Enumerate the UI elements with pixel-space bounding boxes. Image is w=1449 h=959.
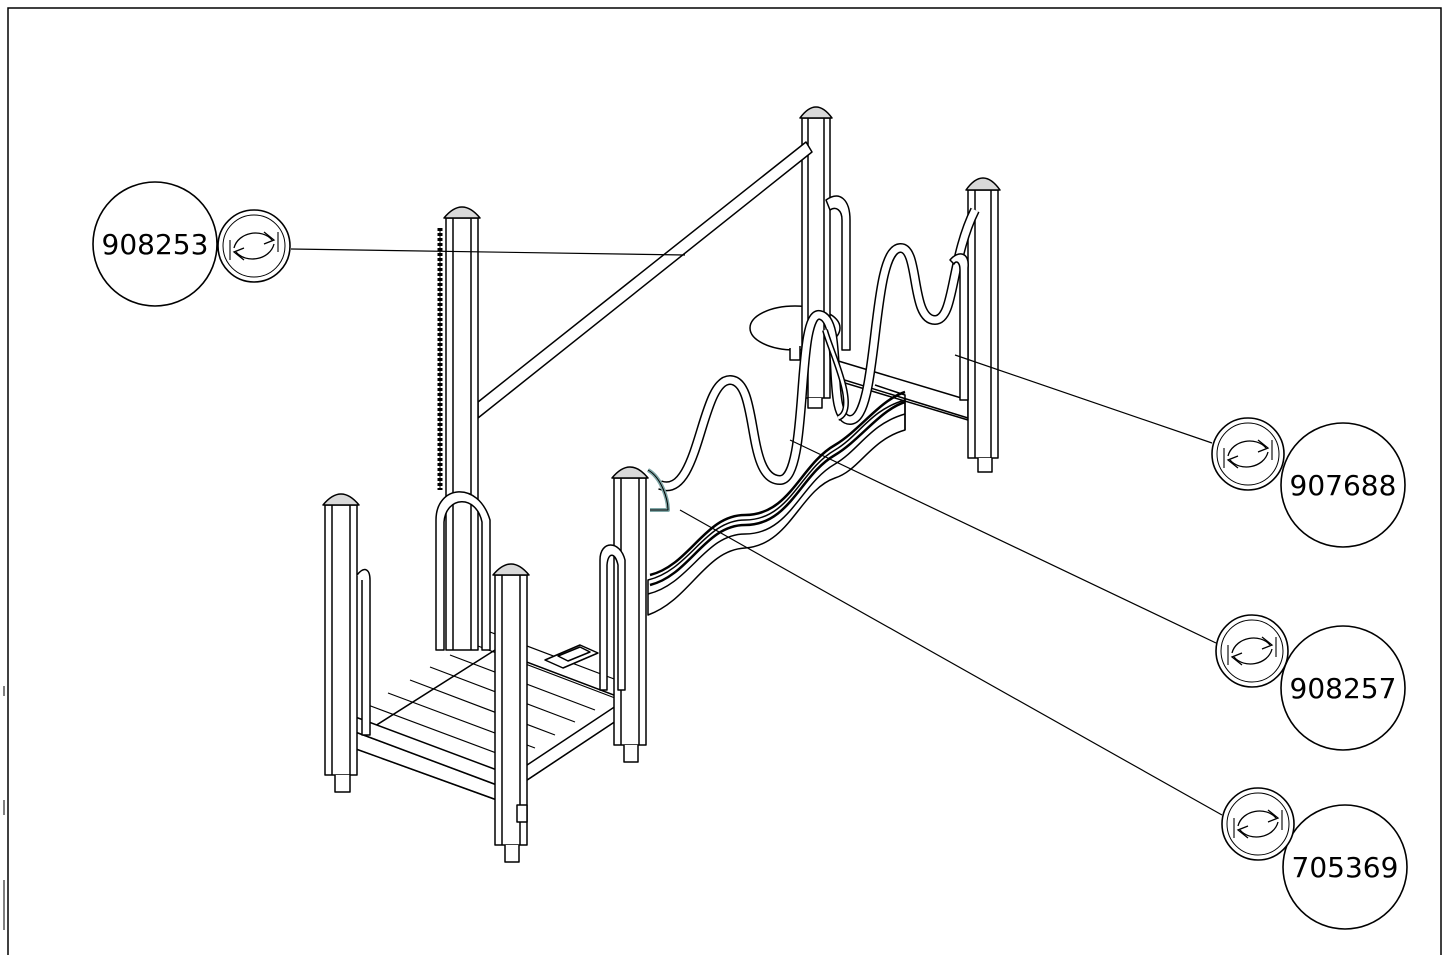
part-number-label: 908253	[102, 228, 209, 261]
part-number-bubble	[1280, 422, 1406, 548]
part-number-bubble	[1282, 804, 1408, 930]
rotate-arrows-icon	[1221, 787, 1295, 861]
leader-lines	[290, 248, 1223, 816]
playground-structure	[322, 106, 1001, 863]
part-number-bubble	[92, 181, 218, 307]
part-number-label: 705369	[1292, 851, 1399, 884]
part-number-bubble	[1280, 625, 1406, 751]
rotate-arrows-icon	[1211, 417, 1285, 491]
rotate-arrows-icon	[1215, 614, 1289, 688]
part-number-label: 907688	[1290, 469, 1397, 502]
callout-907688: 907688	[1211, 417, 1406, 548]
part-number-label: 908257	[1290, 672, 1397, 705]
callout-908253: 908253	[92, 181, 291, 307]
callout-705369: 705369	[1221, 787, 1408, 930]
drawing-border	[7, 7, 1442, 959]
callout-908257: 908257	[1215, 614, 1406, 751]
rotate-arrows-icon	[217, 209, 291, 283]
